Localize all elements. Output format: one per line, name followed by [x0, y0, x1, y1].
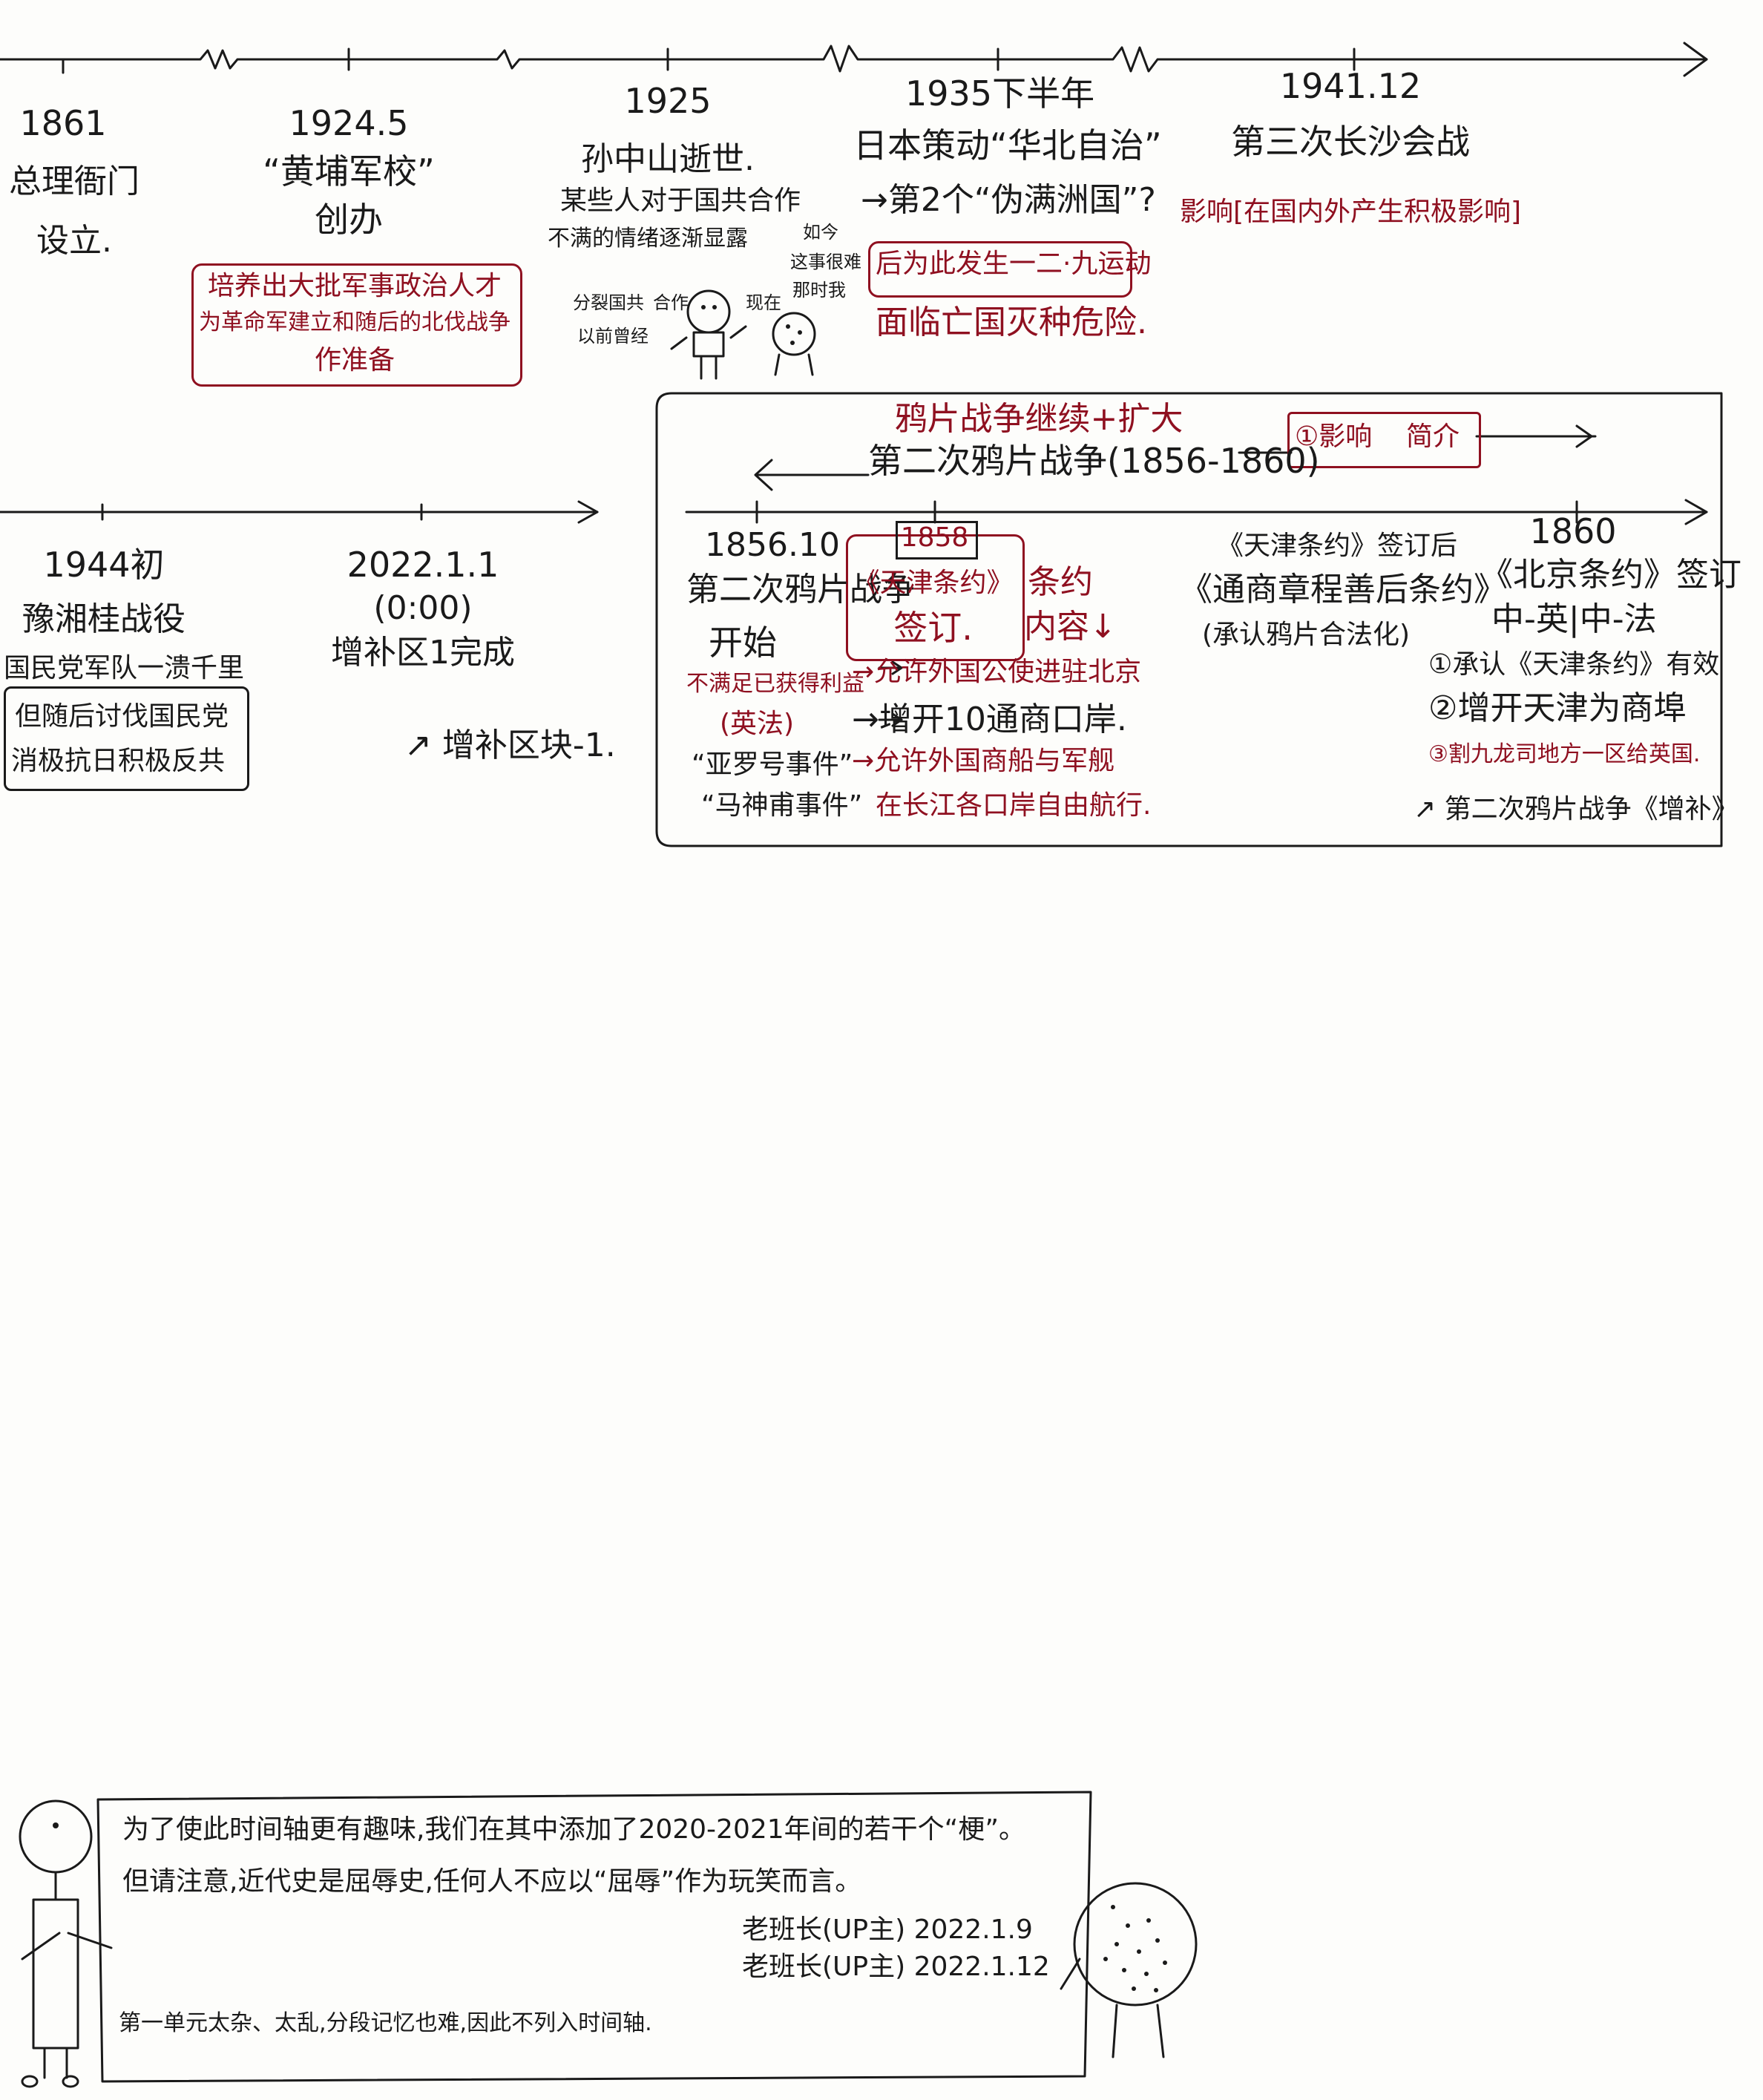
event-1935-line1: 日本策动“华北自治” — [853, 125, 1162, 165]
event-2022-date: 2022.1.1 — [347, 545, 499, 585]
top-timeline-arrowhead — [1683, 42, 1708, 77]
beijing-item-3: ③割九龙司地方一区给英国. — [1428, 741, 1701, 767]
treaty-content-label-1: 条约 — [1028, 563, 1093, 601]
event-1941-note1: 影响[在国内外产生积极影响] — [1180, 197, 1522, 227]
supplement-link-1[interactable]: ↗ 增补区块-1. — [404, 726, 616, 765]
treaty-content-4: 在长江各口岸自由航行. — [876, 790, 1152, 821]
doodle-note-5: 如今 — [803, 222, 838, 243]
treaty-action: 签订. — [893, 608, 973, 648]
start-title-1: 第二次鸦片战争 — [686, 571, 915, 608]
supplement-link-1-text: 增补区块-1. — [441, 726, 616, 764]
event-1944-line1: 豫湘桂战役 — [22, 600, 186, 638]
footer-signature-1: 老班长(UP主) 2022.1.9 — [742, 1914, 1033, 1945]
event-1925-note1: 某些人对于国共合作 — [560, 186, 801, 216]
event-1924-line1: “黄埔军校” — [263, 151, 435, 191]
event-1924-date: 1924.5 — [289, 103, 409, 143]
event-1944-line3: 但随后讨伐国民党 — [15, 701, 229, 732]
event-1925-date: 1925 — [624, 81, 712, 121]
event-1935-date: 1935下半年 — [905, 73, 1095, 114]
event-1861-line2: 设立. — [36, 222, 112, 260]
event-1935-note1: 后为此发生一二·九运动 — [876, 249, 1152, 279]
doodle-note-2: 合作 — [653, 292, 689, 313]
event-2022-line1: 增补区1完成 — [331, 634, 515, 672]
external-link-icon: ↗ — [1414, 794, 1437, 824]
event-1924-line2: 创办 — [315, 200, 383, 240]
opium-header: 第二次鸦片战争(1856-1860) — [868, 441, 1320, 481]
dec9-note-box — [868, 241, 1132, 298]
event-1941-line1: 第三次长沙会战 — [1231, 122, 1470, 162]
figure-note: 第一单元太杂、太乱,分段记忆也难,因此不列入时间轴. — [119, 2010, 652, 2036]
beijing-title-1: 《北京条约》签订 — [1480, 556, 1741, 594]
supplement-link-2[interactable]: ↗ 第二次鸦片战争《增补》 — [1414, 794, 1739, 824]
event-1944-line4: 消极抗日积极反共 — [11, 746, 226, 776]
after-tianjin-3: (承认鸦片合法化) — [1202, 620, 1411, 650]
footer-signature-2: 老班长(UP主) 2022.1.12 — [742, 1952, 1050, 1982]
opium-header-red: 鸦片战争继续+扩大 — [894, 400, 1183, 438]
start-cause-2: (英法) — [720, 709, 795, 739]
treaty-year: 1858 — [900, 522, 969, 553]
event-1861-line1: 总理衙门 — [9, 163, 139, 200]
opium-impact: ①影响 — [1295, 421, 1373, 452]
beijing-year: 1860 — [1529, 511, 1617, 551]
after-tianjin-1: 《天津条约》签订后 — [1217, 531, 1458, 561]
tianjin-treaty-box — [846, 534, 1025, 661]
opium-war-box — [655, 392, 1723, 847]
event-1924-note1: 培养出大批军事政治人才 — [207, 271, 502, 301]
event-1935-note2: 面临亡国灭种危险. — [876, 303, 1147, 341]
external-link-icon: ↗ — [404, 726, 432, 764]
impact-box — [1287, 412, 1481, 468]
start-incident-2: “马神甫事件” — [701, 790, 863, 821]
huangpu-note-box — [191, 263, 522, 387]
treaty-content-1: →允许外国公使进驻北京 — [852, 657, 1142, 687]
start-cause-1: 不满足已获得利益 — [686, 671, 864, 697]
event-1944-date: 1944初 — [43, 545, 165, 585]
beijing-item-1: ①承认《天津条约》有效 — [1428, 649, 1720, 680]
treaty-content-3: →允许外国商船与军舰 — [852, 746, 1115, 776]
doodle-note-7: 那时我 — [792, 280, 846, 301]
after-tianjin-2: 《通商章程善后条约》 — [1180, 571, 1506, 608]
doodle-note-6: 这事很难 — [790, 252, 861, 272]
event-1925-line1: 孙中山逝世. — [581, 140, 755, 178]
footer-box — [96, 1791, 1092, 2083]
doodle-note-1: 分裂国共 — [573, 292, 644, 313]
doodle-note-4: 现在 — [746, 292, 781, 313]
start-date: 1856.10 — [705, 526, 840, 564]
event-1941-date: 1941.12 — [1279, 66, 1422, 106]
year-1858-box — [896, 521, 978, 560]
opium-intro: 简介 — [1406, 421, 1460, 452]
start-title-2: 开始 — [709, 623, 777, 663]
start-incident-1: “亚罗号事件” — [692, 749, 853, 780]
supplement-link-2-text: 第二次鸦片战争《增补》 — [1444, 794, 1739, 824]
treaty-content-label-2: 内容↓ — [1024, 608, 1117, 646]
footer-note-2: 但请注意,近代史是屈辱史,任何人不应以“屈辱”作为玩笑而言。 — [122, 1866, 862, 1897]
treaty-name: 《天津条约》 — [853, 568, 1014, 598]
event-1924-note3: 作准备 — [314, 345, 395, 375]
event-1924-note2: 为革命军建立和随后的北伐战争 — [199, 309, 510, 335]
footer-note-1: 为了使此时间轴更有趣味,我们在其中添加了2020-2021年间的若干个“梗”。 — [122, 1814, 1025, 1845]
bandit-note-box — [4, 686, 249, 791]
top-timeline-axis — [0, 45, 1708, 73]
event-1861-date: 1861 — [19, 103, 107, 143]
beijing-item-2: ②增开天津为商埠 — [1428, 689, 1687, 727]
event-2022-time: (0:00) — [373, 589, 473, 627]
event-1925-note2: 不满的情绪逐渐显露 — [548, 226, 748, 252]
beijing-title-2: 中-英|中-法 — [1491, 600, 1657, 638]
doodle-note-3: 以前曾经 — [577, 326, 649, 347]
event-1944-line2: 国民党军队一溃千里 — [4, 653, 245, 683]
treaty-content-2: →增开10通商口岸. — [852, 700, 1127, 738]
event-1935-line2: →第2个“伪满洲国”? — [861, 181, 1156, 219]
